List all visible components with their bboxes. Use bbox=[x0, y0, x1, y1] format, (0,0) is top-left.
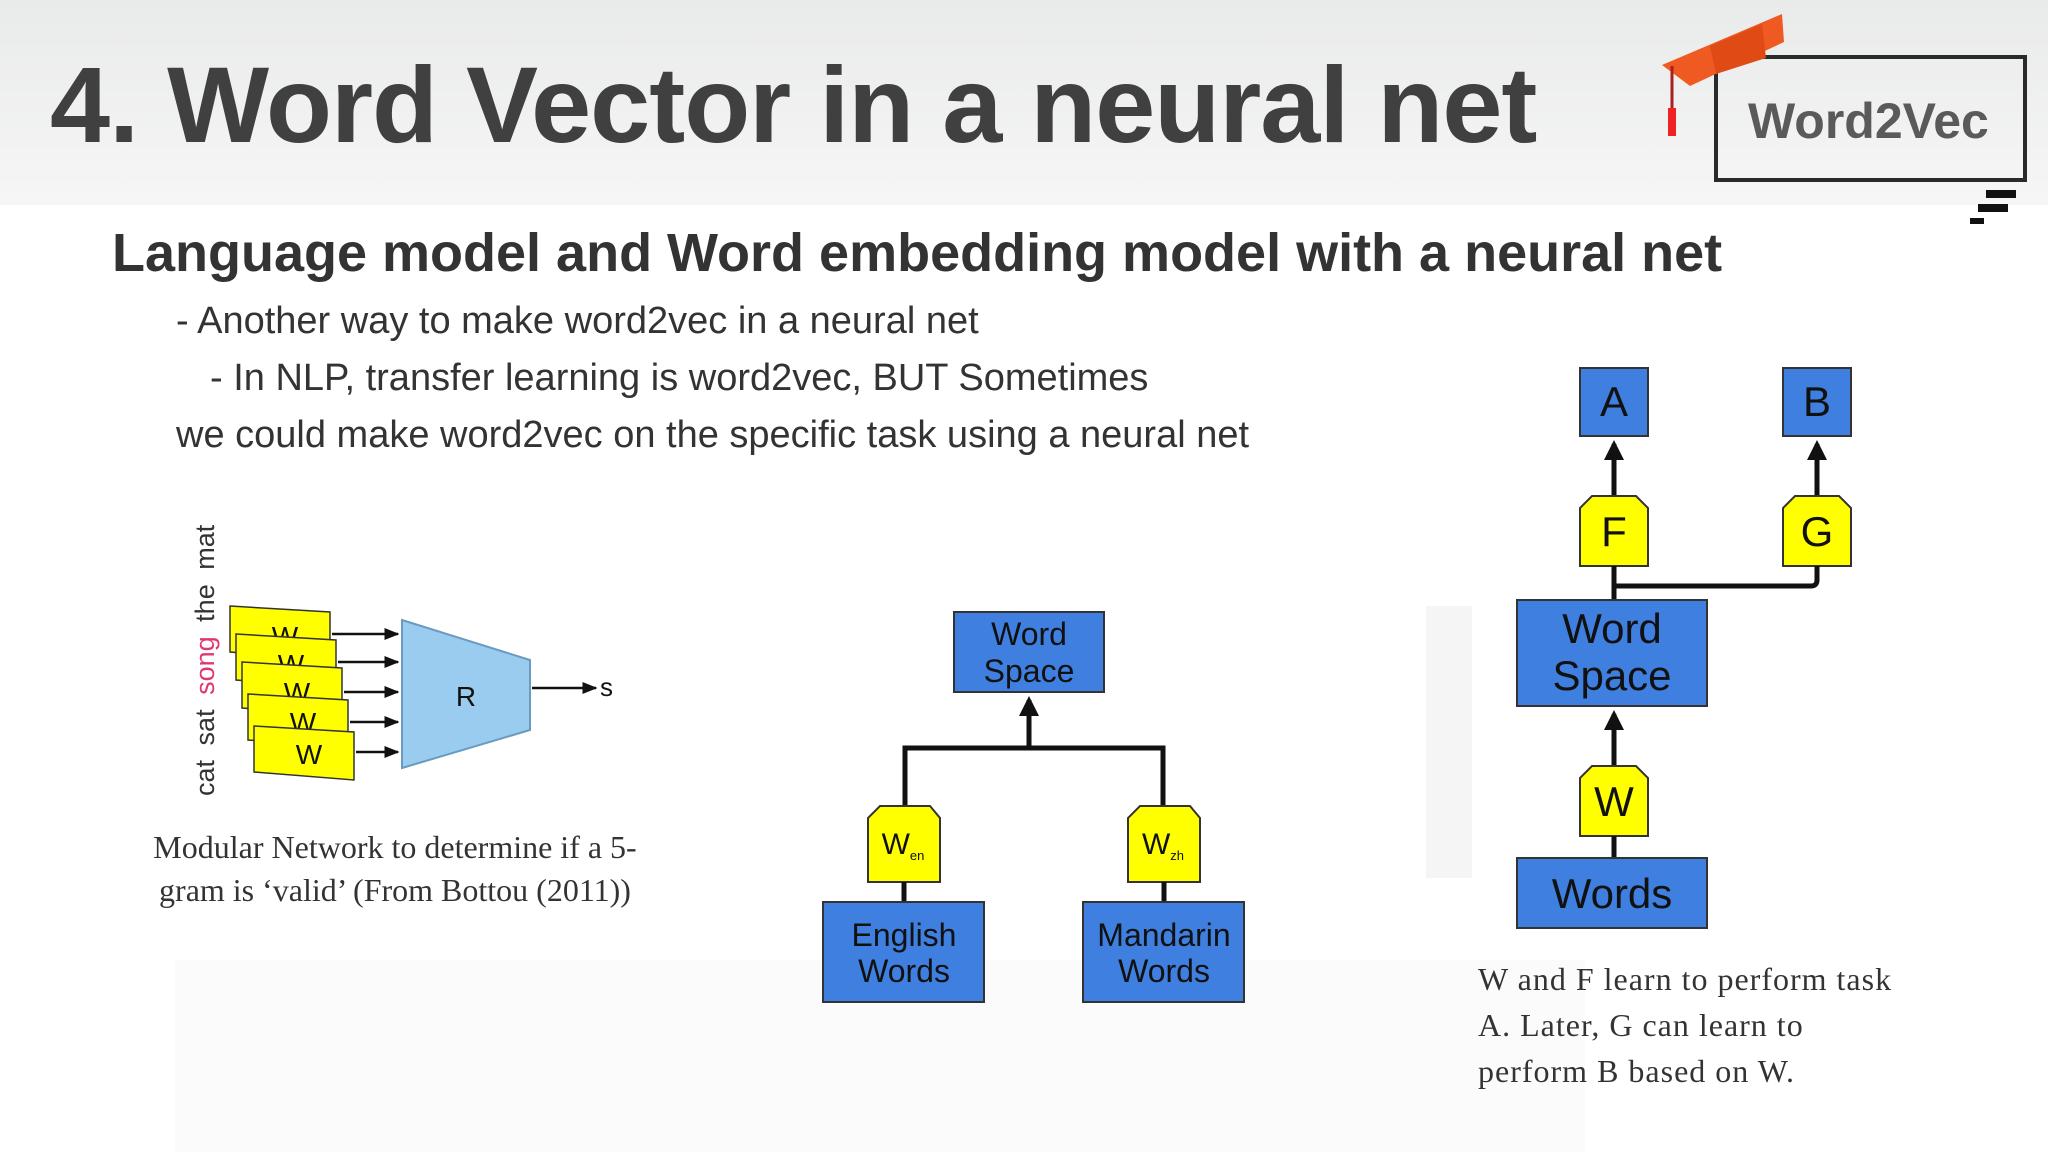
logo-text: Word2Vec bbox=[1748, 93, 1989, 149]
r-block-label: R bbox=[456, 681, 476, 712]
right-figure-caption: W and F learn to perform task A. Later, … bbox=[1478, 961, 1893, 1089]
s-output-label: s bbox=[600, 672, 613, 702]
task-a-box bbox=[1579, 367, 1649, 437]
merge-connector bbox=[902, 745, 1166, 808]
middle-diagram: Word Space Wen Wzh English Words Mandari… bbox=[822, 611, 1245, 1003]
words-box bbox=[1516, 857, 1708, 929]
w-box-label: W bbox=[296, 739, 323, 770]
word-space-line2: Space bbox=[1552, 652, 1671, 699]
slide-title: 4. Word Vector in a neural net bbox=[50, 44, 1537, 165]
task-b-box bbox=[1782, 367, 1852, 437]
word-space-box bbox=[953, 611, 1105, 693]
english-words-line2: Words bbox=[858, 953, 950, 989]
left-diagram: cat sat song the mat W W W W W bbox=[190, 524, 613, 796]
bullet-item: - Another way to make word2vec in a neur… bbox=[176, 300, 979, 342]
branch-connector bbox=[1614, 566, 1820, 589]
bullet-item: - In NLP, transfer learning is word2vec,… bbox=[210, 357, 1149, 399]
logo-bars-icon bbox=[1970, 190, 2016, 224]
w-zh-label: Wzh bbox=[1142, 828, 1184, 863]
english-words-line1: English bbox=[852, 917, 957, 953]
word-song: song bbox=[190, 636, 220, 695]
mandarin-words-box bbox=[1082, 901, 1245, 1003]
word-the: the bbox=[190, 584, 220, 622]
g-param bbox=[1782, 495, 1852, 567]
right-diagram: A B F G Word Space W Words bbox=[1516, 367, 1852, 929]
w-en-label: Wen bbox=[882, 828, 925, 863]
w-box-5: W bbox=[253, 725, 355, 781]
w-param-label: W bbox=[1594, 778, 1634, 825]
words-label: Words bbox=[1552, 870, 1673, 917]
english-words-box bbox=[822, 901, 985, 1003]
logo-frame bbox=[1714, 55, 2027, 182]
word-space-line1: Word bbox=[1562, 605, 1662, 652]
w-en-param bbox=[867, 805, 941, 883]
w-zh-param bbox=[1127, 805, 1201, 883]
header-band bbox=[0, 0, 2048, 205]
figure-divider bbox=[1426, 606, 1472, 878]
w-param bbox=[1579, 765, 1649, 837]
task-b-label: B bbox=[1803, 378, 1831, 425]
bullet-item: we could make word2vec on the specific t… bbox=[176, 414, 1250, 456]
mandarin-words-line1: Mandarin bbox=[1097, 917, 1230, 953]
f-param-label: F bbox=[1601, 508, 1627, 555]
word-space-box bbox=[1516, 599, 1708, 707]
vertical-word-list: cat sat song the mat bbox=[190, 524, 220, 796]
word-mat: mat bbox=[190, 524, 220, 570]
word-space-line1: Word bbox=[991, 616, 1067, 652]
left-figure-caption: Modular Network to determine if a 5-gram… bbox=[153, 829, 637, 908]
word-space-line2: Space bbox=[984, 653, 1075, 689]
r-block bbox=[401, 618, 531, 770]
g-param-label: G bbox=[1801, 508, 1834, 555]
graduation-cap-icon bbox=[1662, 14, 1784, 136]
word-cat: cat bbox=[190, 759, 220, 796]
section-subtitle: Language model and Word embedding model … bbox=[112, 223, 1723, 283]
word-sat: sat bbox=[190, 709, 220, 746]
task-a-label: A bbox=[1600, 378, 1628, 425]
mandarin-words-line2: Words bbox=[1118, 953, 1210, 989]
f-param bbox=[1579, 495, 1649, 567]
